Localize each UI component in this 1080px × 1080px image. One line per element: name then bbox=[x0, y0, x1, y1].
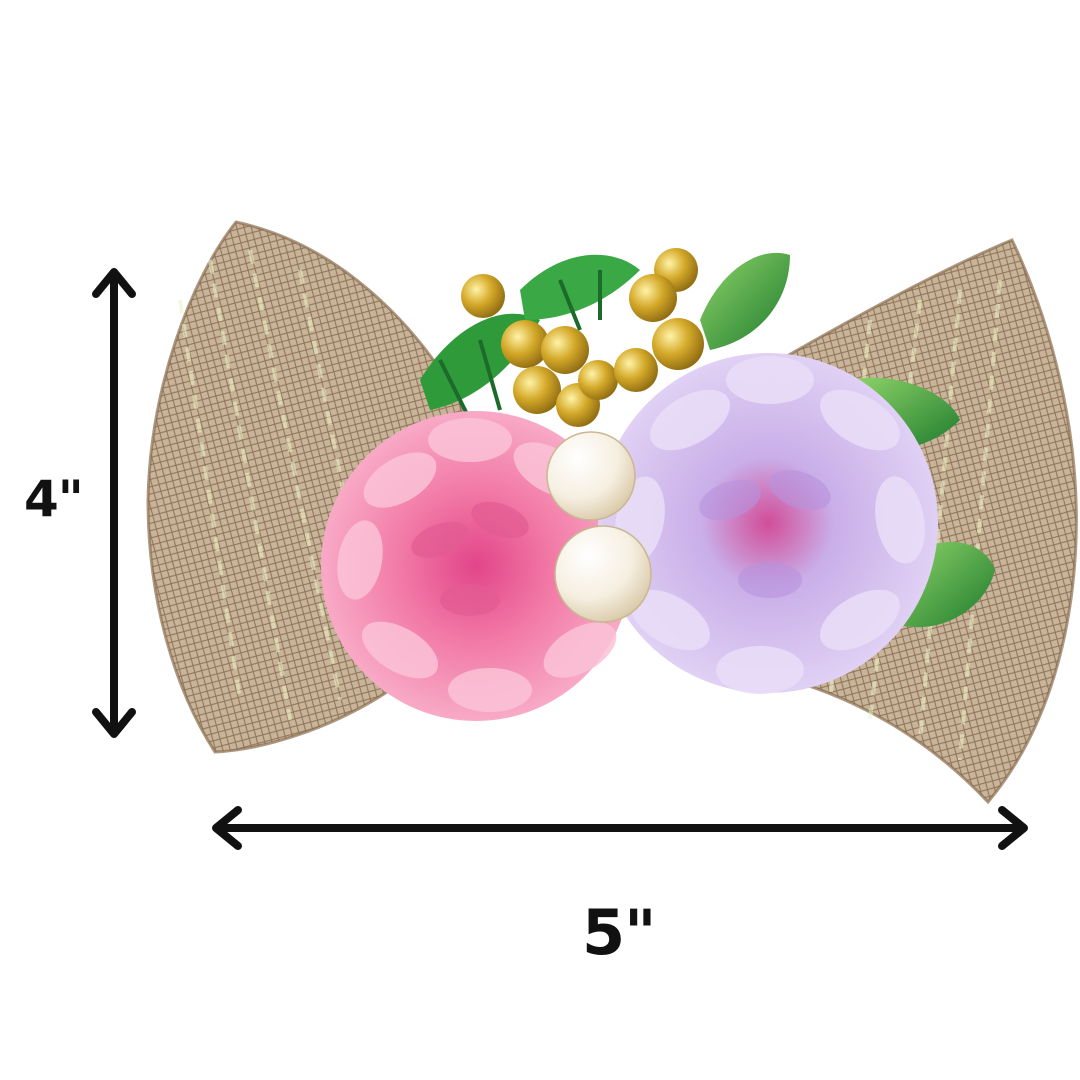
height-arrow bbox=[92, 268, 136, 738]
height-dimension-label: 4" bbox=[24, 470, 84, 528]
pearls bbox=[546, 431, 652, 623]
width-arrow bbox=[212, 806, 1028, 850]
lavender-flower bbox=[598, 353, 938, 694]
gold-berries bbox=[461, 248, 704, 427]
width-dimension-label: 5" bbox=[582, 896, 656, 969]
